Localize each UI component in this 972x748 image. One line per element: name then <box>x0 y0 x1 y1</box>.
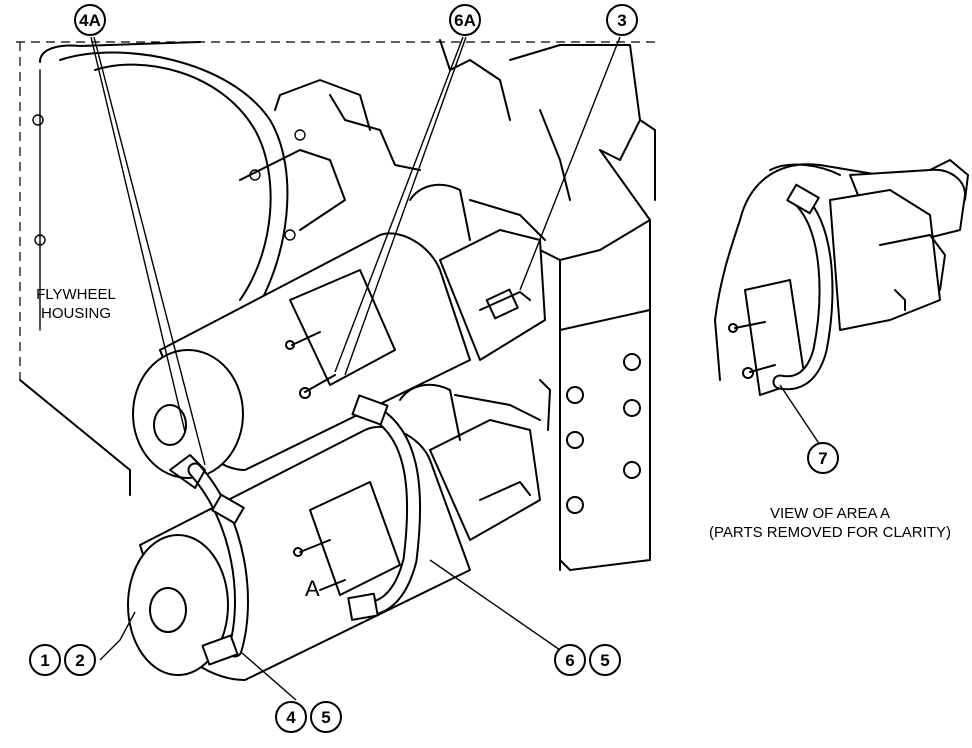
svg-text:6A: 6A <box>454 11 476 30</box>
svg-text:2: 2 <box>75 651 84 670</box>
parts-removed-label: (PARTS REMOVED FOR CLARITY) <box>709 524 951 541</box>
leader-lines <box>90 36 821 701</box>
flywheel-housing-label: FLYWHEEL HOUSING <box>36 286 116 322</box>
svg-text:4A: 4A <box>79 11 101 30</box>
view-of-area-label: VIEW OF AREA A <box>770 505 890 522</box>
callout-5-lower: 5 <box>310 701 342 733</box>
svg-text:FLYWHEEL: FLYWHEEL <box>36 286 116 303</box>
callout-6a: 6A <box>449 4 481 36</box>
callout-4: 4 <box>275 701 307 733</box>
callout-4a: 4A <box>74 4 106 36</box>
starter-cables <box>169 394 422 666</box>
lower-starter-motor <box>127 379 551 681</box>
flywheel-housing <box>16 39 660 571</box>
svg-text:6: 6 <box>565 651 574 670</box>
upper-starter-motor <box>132 183 546 479</box>
svg-text:3: 3 <box>617 11 626 30</box>
area-a-marker: A <box>305 576 320 601</box>
svg-text:HOUSING: HOUSING <box>41 305 111 322</box>
svg-text:4: 4 <box>286 708 296 727</box>
svg-text:5: 5 <box>321 708 330 727</box>
callout-5-right: 5 <box>589 644 621 676</box>
svg-text:7: 7 <box>818 449 827 468</box>
callout-6: 6 <box>554 644 586 676</box>
svg-text:1: 1 <box>40 651 49 670</box>
detail-view-area-a <box>714 159 969 396</box>
callout-7: 7 <box>807 442 839 474</box>
callout-1: 1 <box>29 644 61 676</box>
callout-2: 2 <box>64 644 96 676</box>
svg-text:5: 5 <box>600 651 609 670</box>
callout-3: 3 <box>606 4 638 36</box>
